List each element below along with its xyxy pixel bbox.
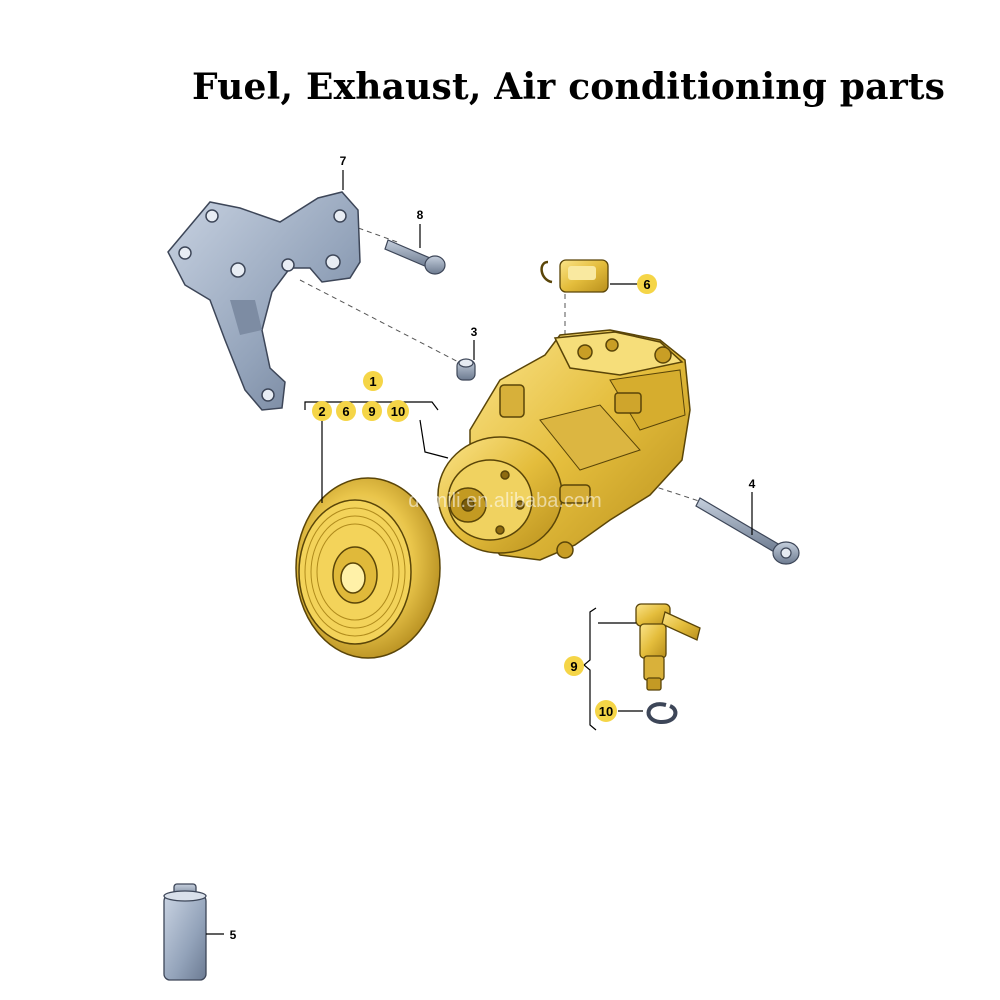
callout-10-circlip: 10	[599, 704, 613, 719]
sleeve-3	[456, 358, 476, 381]
callout-badges	[312, 274, 657, 722]
callout-3: 3	[471, 325, 478, 339]
callout-labels: 7 8 3 6 1 2 6 9 10 4 9 10 5	[230, 154, 756, 942]
leader-lines	[206, 170, 753, 935]
bolt-4	[695, 497, 800, 565]
engine-bracket	[167, 191, 361, 411]
callout-9-valve: 9	[570, 659, 577, 674]
oil-bottle-5	[163, 883, 207, 981]
callout-4: 4	[749, 477, 756, 491]
callout-7: 7	[340, 154, 347, 168]
watermark: domili.en.alibaba.com	[408, 490, 601, 512]
callout-6: 6	[342, 404, 349, 419]
circlip-10	[646, 702, 678, 725]
callout-5: 5	[230, 928, 237, 942]
bolt-8	[384, 239, 446, 275]
page-title: Fuel, Exhaust, Air conditioning parts	[192, 66, 946, 108]
callout-2: 2	[318, 404, 325, 419]
callout-1: 1	[369, 374, 376, 389]
callout-6-sensor: 6	[643, 277, 650, 292]
ac-compressor	[437, 329, 691, 561]
pressure-sensor-6	[540, 259, 609, 293]
callout-9: 9	[368, 404, 375, 419]
pulley-2	[295, 477, 441, 659]
assembly-guide-lines	[299, 224, 706, 504]
control-valve-9	[635, 603, 701, 691]
callout-8: 8	[417, 208, 424, 222]
callout-10: 10	[391, 404, 405, 419]
